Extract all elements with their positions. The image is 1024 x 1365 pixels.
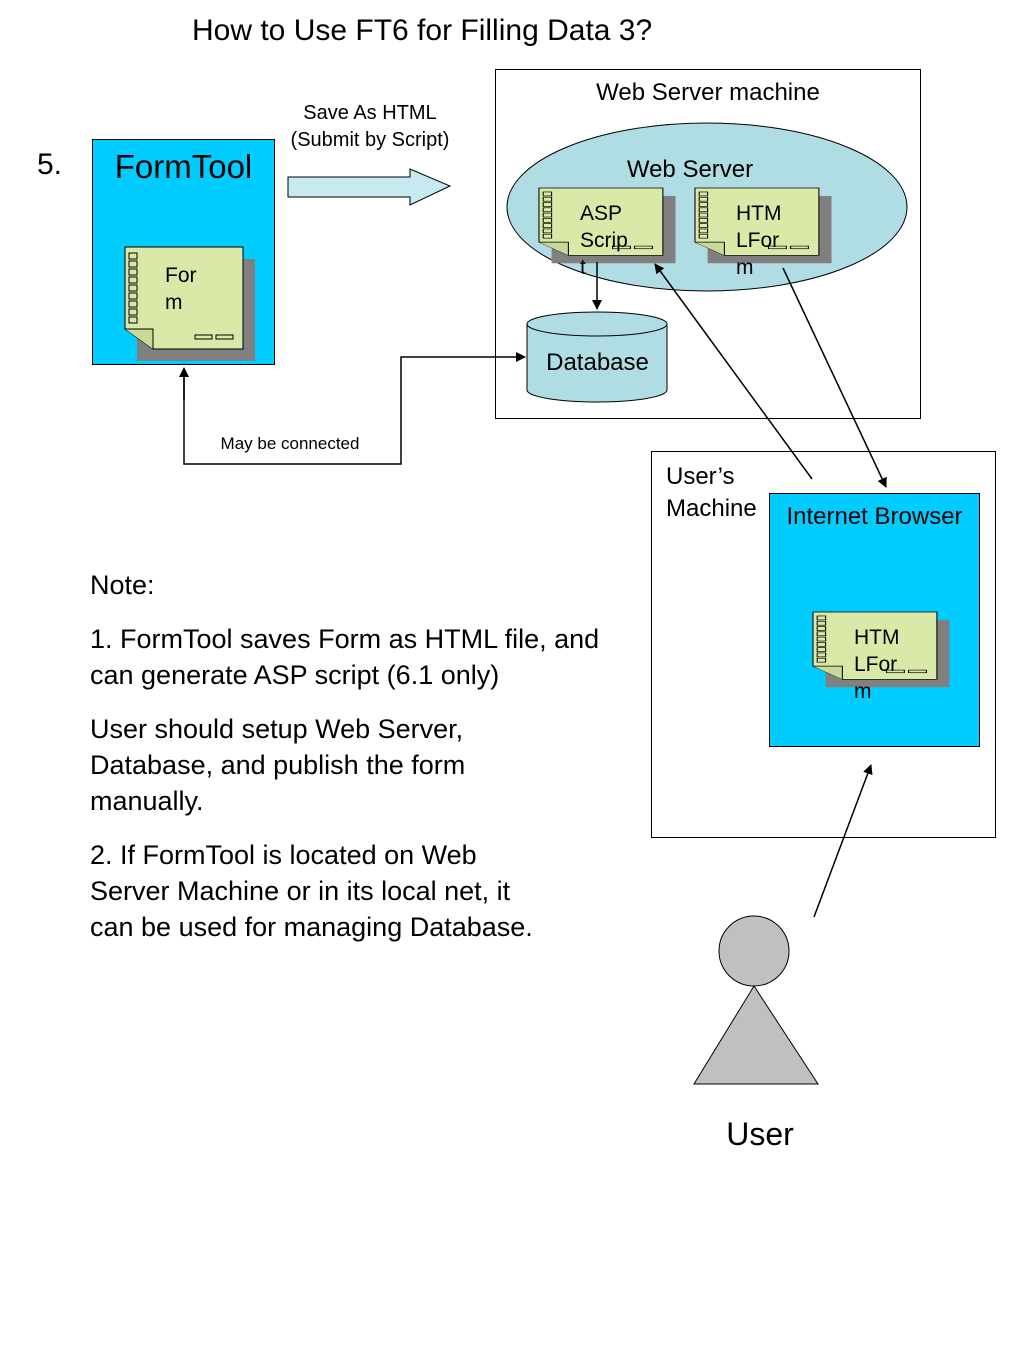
web-server-machine-title: Web Server machine (596, 79, 820, 106)
web-server-label: Web Server (626, 156, 754, 183)
database-cylinder (526, 311, 668, 403)
user-figure (693, 915, 819, 1085)
notes-heading: Note: (90, 570, 155, 600)
browser-to-asp-arrow (654, 263, 813, 480)
html-form-doc-label-browser: HTM LFor m (854, 626, 900, 703)
internet-browser-title: Internet Browser (786, 503, 963, 530)
formtool-form-doc-label: For m (165, 264, 197, 314)
asp-script-doc-label: ASP Scrip t (580, 202, 628, 279)
html-form-to-browser-arrow (782, 267, 887, 488)
users-machine-label: User’s Machine (666, 463, 757, 522)
save-arrow (287, 168, 452, 206)
formtool-database-connector (183, 352, 526, 465)
html-form-doc-label-server: HTM LFor m (736, 202, 782, 279)
may-be-connected-label: May be connected (220, 434, 360, 453)
user-to-browser-arrow (813, 764, 873, 918)
note-item-2: 2. If FormTool is located on Web Server … (90, 840, 533, 942)
note-item-1-detail: User should setup Web Server, Database, … (90, 714, 466, 816)
note-item-1: 1. FormTool saves Form as HTML file, and… (90, 624, 600, 690)
page-title: How to Use FT6 for Filling Data 3? (192, 14, 653, 47)
database-label: Database (546, 349, 649, 376)
formtool-title: FormTool (114, 148, 253, 185)
save-as-html-label: Save As HTML (Submit by Script) (290, 102, 450, 151)
user-label: User (726, 1116, 794, 1152)
notes-section: Note: 1. FormTool saves Form as HTML fil… (90, 567, 650, 963)
step-number: 5. (37, 148, 63, 181)
